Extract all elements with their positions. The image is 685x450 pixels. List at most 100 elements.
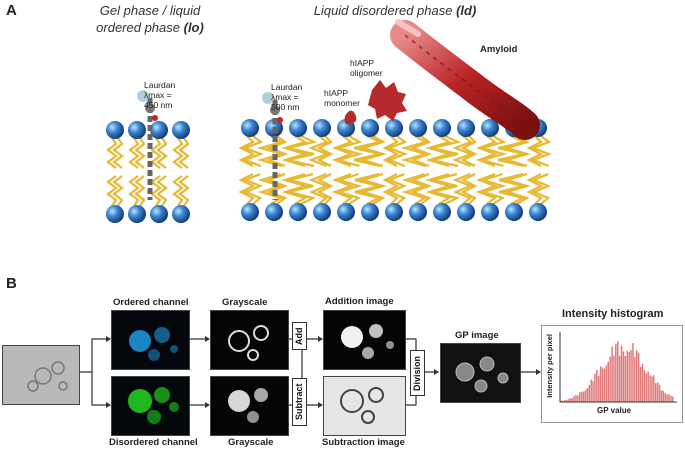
ld-lipid-tail-bottom [409, 172, 433, 205]
monomer-shape [344, 110, 357, 125]
ordered-channel-image [111, 310, 190, 370]
histogram-bar [653, 375, 655, 402]
ld-lipid-tail-top [452, 135, 474, 168]
histogram-bar [582, 391, 585, 402]
ld-lipid-tail-bottom [335, 172, 363, 205]
gel-lipid-tail-bottom [128, 175, 140, 207]
subtraction-image-caption: Subtraction image [322, 437, 405, 448]
histogram-bar [571, 398, 573, 402]
disordered-channel-caption: Disordered channel [109, 437, 198, 448]
laurdan-left-lambda: λmax = [144, 90, 172, 100]
histogram-bar [577, 395, 579, 402]
histogram-bar [634, 356, 636, 402]
histogram-bar [649, 375, 651, 402]
ld-lipid-head-top [313, 119, 331, 137]
gp-image [440, 343, 521, 403]
ld-lipid-tail-bottom [498, 172, 527, 205]
histogram-title: Intensity histogram [562, 308, 664, 320]
laurdan-right-lambda: λmax = [271, 92, 299, 102]
ordered-channel-caption: Ordered channel [113, 297, 189, 308]
ld-lipid-head-bottom [265, 203, 283, 221]
histogram-bar [580, 391, 583, 402]
histogram-bar [668, 394, 670, 402]
histogram-bar [584, 390, 587, 402]
ld-lipid-tails [238, 135, 552, 205]
ld-lipid-tail-top [238, 135, 256, 167]
histogram-chart [559, 332, 677, 403]
ld-lipid-tail-bottom [288, 172, 317, 205]
ld-lipid-tail-bottom [359, 172, 387, 205]
ld-lipid-tail-top [331, 135, 355, 168]
histogram-bar [565, 399, 568, 402]
ld-lipid-head-bottom [481, 203, 499, 221]
oligomer-label: hIAPP oligomer [350, 58, 383, 78]
ld-lipid-tail-bottom [401, 172, 429, 205]
ld-lipid-head-bottom [337, 203, 355, 221]
ld-lipid-tail-bottom [503, 172, 531, 205]
addition-image-caption: Addition image [325, 296, 394, 307]
ld-lipid-tail-top [242, 135, 264, 168]
ld-lipid-tail-bottom [386, 172, 408, 205]
ld-lipid-head-bottom [241, 203, 259, 221]
gel-lipid-head-top [172, 121, 190, 139]
ld-lipid-tail-top [431, 135, 462, 168]
histogram-bar [594, 373, 596, 402]
gel-lipid-tail-top [156, 137, 168, 169]
histogram-bar [670, 395, 672, 402]
ld-lipid-head-bottom [289, 203, 307, 221]
histogram-bar [672, 396, 674, 402]
ld-lipid-tail-top [386, 135, 408, 168]
histogram-bar [599, 366, 602, 402]
ld-lipid-tail-top [460, 135, 478, 167]
histogram-bar [605, 365, 608, 402]
division-label: Division [410, 350, 425, 396]
ld-lipid-tail-top [503, 135, 531, 168]
ld-lipid-tail-bottom [425, 172, 453, 205]
laurdan-probe-right [262, 92, 283, 200]
ld-lipid-tail-top [316, 135, 334, 167]
monomer-label: hIAPP monomer [324, 88, 360, 108]
ld-lipid-tail-top [400, 135, 430, 168]
oligomer-line1: hIAPP [350, 58, 375, 68]
ld-lipid-head-bottom [529, 203, 547, 221]
ld-lipid-head-bottom [433, 203, 451, 221]
histogram-bar [560, 400, 562, 402]
grayscale-top-caption: Grayscale [222, 297, 268, 308]
histogram-bar [664, 393, 666, 402]
panel-a-label: A [6, 2, 17, 19]
gel-lipid-tail-bottom [134, 175, 146, 207]
ld-phase-title: Liquid disordered phase (ld) [300, 2, 490, 19]
histogram-bar [611, 346, 613, 402]
histogram-axes [559, 332, 677, 403]
ld-lipid-head-bottom [361, 203, 379, 221]
ld-lipid-tail-top [308, 135, 330, 168]
histogram-bar [651, 376, 653, 402]
gel-lipid-tail-top [134, 137, 146, 169]
ld-lipid-head-top [289, 119, 307, 137]
amyloid-label: Amyloid [480, 44, 518, 55]
histogram-bar [624, 355, 627, 402]
gel-lipid-head-bottom [150, 205, 168, 223]
histogram-ylabel: Intensity per pixel [545, 334, 554, 398]
laurdan-probe-left [137, 90, 158, 200]
add-label: Add [292, 322, 307, 350]
ld-lipid-heads [241, 119, 547, 221]
ld-lipid-head-bottom [409, 203, 427, 221]
histogram-bar [617, 341, 619, 402]
ld-lipid-tail-top [497, 135, 528, 168]
ld-lipid-tail-bottom [382, 173, 400, 205]
gel-lipid-tail-top [150, 137, 162, 169]
histogram-bar [637, 352, 640, 402]
subtract-label: Subtract [292, 378, 307, 426]
histogram-bar [628, 351, 630, 402]
ld-lipid-tail-top [526, 135, 544, 167]
histogram-box: Intensity per pixel GP value [541, 325, 683, 423]
histogram-bar [590, 379, 592, 402]
ld-lipid-head-bottom [505, 203, 523, 221]
histogram-bar [662, 390, 665, 402]
ld-lipid-tail-bottom [354, 172, 383, 205]
ld-lipid-tail-bottom [432, 172, 461, 205]
histogram-bar [607, 361, 609, 402]
histogram-bar [630, 349, 632, 402]
